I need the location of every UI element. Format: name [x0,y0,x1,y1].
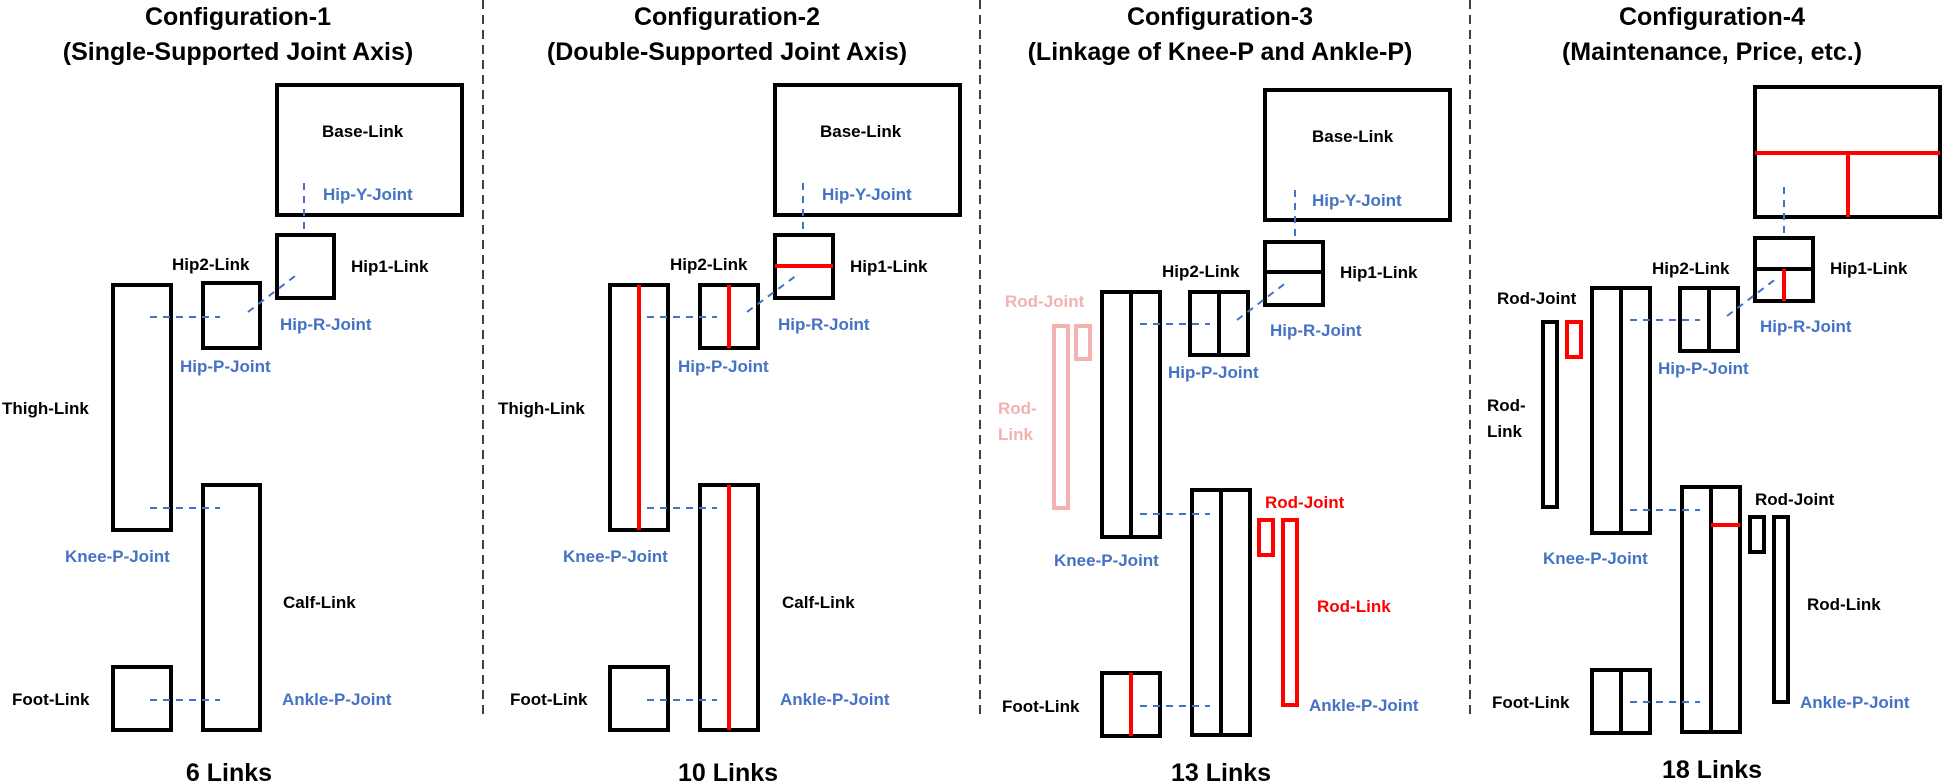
hip2-link-label: Hip2-Link [1652,259,1730,278]
configuration-2-panel: Configuration-2 (Double-Supported Joint … [498,3,962,782]
configuration-4-links-count: 18 Links [1662,756,1762,782]
ankle-p-joint-label: Ankle-P-Joint [780,690,890,709]
base-link-label: Base-Link [322,122,404,141]
hip1-link-label: Hip1-Link [850,257,928,276]
base-link-box [275,83,464,217]
rod-link-upper-label-line1: Rod- [1487,396,1526,415]
configuration-3-title: Configuration-3 [1127,3,1313,31]
configuration-3-subtitle: (Linkage of Knee-P and Ankle-P) [1028,38,1413,66]
configuration-1-subtitle: (Single-Supported Joint Axis) [63,38,413,66]
thigh-link-label: Thigh-Link [498,399,585,418]
foot-link-label: Foot-Link [510,690,588,709]
configuration-2-links-count: 10 Links [678,759,778,782]
calf-link-label: Calf-Link [782,593,855,612]
foot-link-box [111,665,173,732]
knee-p-joint-label: Knee-P-Joint [1543,549,1648,568]
rod-link-upper-box [1541,320,1559,509]
rod-joint-upper-label: Rod-Joint [1005,292,1085,311]
ankle-p-joint-label: Ankle-P-Joint [1309,696,1419,715]
hip1-link-label: Hip1-Link [1340,263,1418,282]
hip-r-joint-label: Hip-R-Joint [778,315,870,334]
foot-link-label: Foot-Link [1002,697,1080,716]
configuration-1-title: Configuration-1 [145,3,331,31]
hip2-link-label: Hip2-Link [1162,262,1240,281]
configuration-1-links-count: 6 Links [186,759,272,782]
base-link-label: Base-Link [820,122,902,141]
rod-link-lower-box [1772,515,1790,704]
foot-link-label: Foot-Link [1492,693,1570,712]
hip-p-joint-label: Hip-P-Joint [678,357,769,376]
configuration-2-title: Configuration-2 [634,3,820,31]
thigh-link-label: Thigh-Link [2,399,89,418]
calf-link-label: Calf-Link [283,593,356,612]
rod-joint-upper-box [1074,324,1092,361]
foot-link-box [608,665,670,732]
hip-r-joint-label: Hip-R-Joint [280,315,372,334]
hip1-link-box [275,233,336,300]
rod-link-lower-label: Rod-Link [1807,595,1881,614]
hip1-link-label: Hip1-Link [351,257,429,276]
hip-r-axis [746,274,798,313]
configuration-4-title: Configuration-4 [1619,3,1805,31]
foot-link-label: Foot-Link [12,690,90,709]
knee-p-joint-label: Knee-P-Joint [65,547,170,566]
configuration-4-panel: Configuration-4 (Maintenance, Price, etc… [1487,3,1942,782]
hip1-link-label: Hip1-Link [1830,259,1908,278]
rod-link-upper-box [1052,324,1070,510]
hip-r-joint-label: Hip-R-Joint [1270,321,1362,340]
rod-joint-lower-label: Rod-Joint [1755,490,1835,509]
rod-link-upper-label-line2: Link [998,425,1033,444]
hip-y-joint-label: Hip-Y-Joint [822,185,912,204]
hip-r-joint-label: Hip-R-Joint [1760,317,1852,336]
ankle-p-joint-label: Ankle-P-Joint [1800,693,1910,712]
hip2-link-label: Hip2-Link [172,255,250,274]
base-link-label: Base-Link [1312,127,1394,146]
knee-p-joint-label: Knee-P-Joint [1054,551,1159,570]
configuration-3-links-count: 13 Links [1171,759,1271,782]
rod-joint-lower-box [1257,518,1275,557]
configuration-3-panel: Configuration-3 (Linkage of Knee-P and A… [998,3,1452,782]
hip-r-axis [1726,277,1778,317]
configuration-2-subtitle: (Double-Supported Joint Axis) [547,38,907,66]
hip-r-axis [1236,281,1288,321]
rod-link-upper-label-line2: Link [1487,422,1522,441]
knee-p-joint-label: Knee-P-Joint [563,547,668,566]
hip-p-joint-label: Hip-P-Joint [1168,363,1259,382]
rod-link-lower-box [1281,518,1299,707]
hip-y-joint-label: Hip-Y-Joint [1312,191,1402,210]
hip-p-joint-label: Hip-P-Joint [1658,359,1749,378]
configuration-1-panel: Configuration-1 (Single-Supported Joint … [2,3,464,782]
rod-link-lower-label: Rod-Link [1317,597,1391,616]
hip-r-axis [247,272,300,313]
base-link-box [773,83,962,217]
hip2-link-label: Hip2-Link [670,255,748,274]
hip2-link-box [201,281,262,350]
ankle-p-joint-label: Ankle-P-Joint [282,690,392,709]
calf-link-box [201,483,262,732]
base-link-box [1263,88,1452,222]
configuration-4-subtitle: (Maintenance, Price, etc.) [1562,38,1862,66]
hip-p-joint-label: Hip-P-Joint [180,357,271,376]
rod-joint-upper-box [1565,320,1583,359]
rod-link-upper-label-line1: Rod- [998,399,1037,418]
rod-joint-upper-label: Rod-Joint [1497,289,1577,308]
thigh-link-box [111,283,173,532]
hip-y-joint-label: Hip-Y-Joint [323,185,413,204]
rod-joint-lower-label: Rod-Joint [1265,493,1345,512]
rod-joint-lower-box [1748,515,1766,554]
